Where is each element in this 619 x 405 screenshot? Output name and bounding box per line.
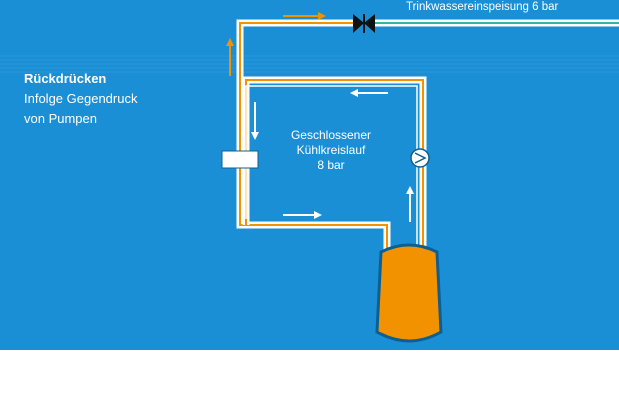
circuit-label-line-2: Kühlkreislauf bbox=[296, 143, 366, 157]
check-valve-icon bbox=[353, 14, 375, 33]
headline-line-1: Infolge Gegendruck bbox=[24, 91, 138, 106]
tank-icon bbox=[375, 243, 443, 343]
headline-title: Rückdrücken bbox=[24, 71, 107, 86]
outer-pipe bbox=[236, 19, 391, 260]
circuit-label-line-3: 8 bar bbox=[317, 158, 345, 172]
heat-exchanger-icon bbox=[221, 150, 259, 169]
background-texture bbox=[0, 55, 619, 73]
flow-arrow-icon bbox=[226, 12, 414, 222]
circuit-label: Geschlossener Kühlkreislauf 8 bar bbox=[270, 128, 392, 173]
pump-icon bbox=[410, 148, 430, 168]
circuit-label-line-1: Geschlossener bbox=[290, 128, 372, 142]
supply-label: Trinkwassereinspeisung 6 bar bbox=[406, 1, 559, 13]
headline-line-2: von Pumpen bbox=[24, 111, 97, 126]
diagram-panel: Rückdrücken Infolge Gegendruck von Pumpe… bbox=[0, 0, 619, 350]
circuit-diagram bbox=[221, 12, 619, 343]
headline: Rückdrücken Infolge Gegendruck von Pumpe… bbox=[24, 69, 137, 129]
